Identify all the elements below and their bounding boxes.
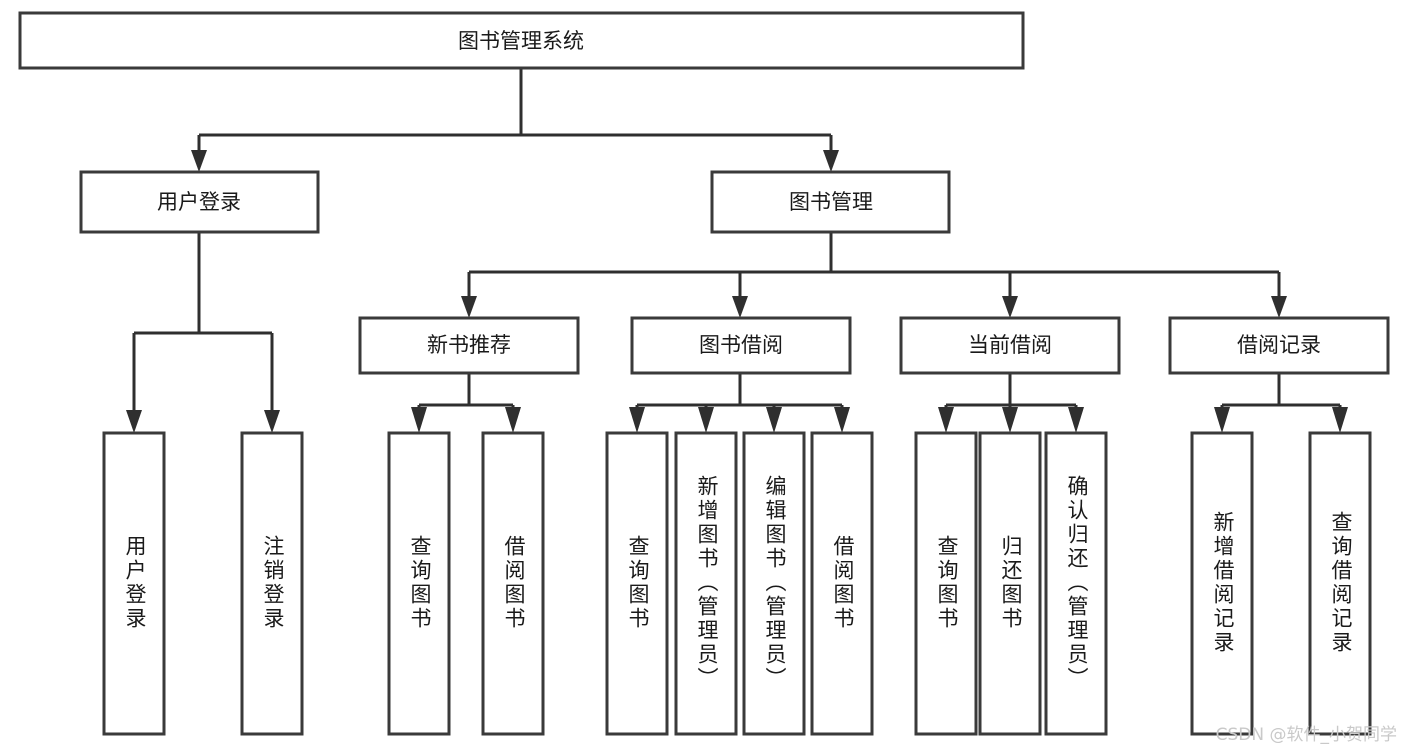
leaf-current-borrow-2[interactable]: 确认归还（管理员） [1044,431,1108,736]
arrow-head-book-borrow-leaf-1 [629,407,645,433]
node-root-box[interactable] [18,11,1025,70]
leaf-borrow-record-1[interactable]: 查询借阅记录 [1308,431,1372,736]
csdn-watermark: CSDN @软件_小贺同学 [1215,725,1397,745]
leaf-current-borrow-2-label: 确认归还（管理员） [1065,475,1089,691]
node-user-login[interactable]: 用户登录 [79,170,320,234]
leaf-borrow-record-0-box[interactable] [1190,431,1254,736]
leaf-book-borrow-1-label: 新增图书（管理员） [695,475,719,691]
arrow-head-new-book-leaf-2 [505,407,521,433]
leaf-borrow-record-1-label: 查询借阅记录 [1329,511,1353,655]
arrow-head-current-borrow-leaf-1 [938,407,954,433]
arrow-head-book-borrow-leaf-3 [766,407,782,433]
leaf-book-borrow-0[interactable]: 查询图书 [605,431,669,736]
arrow-head-new-book-recommend [461,296,477,318]
leaf-current-borrow-1-box[interactable] [978,431,1042,736]
node-new-book-recommend-box[interactable] [358,316,580,375]
node-book-borrow[interactable]: 图书借阅 [630,316,852,375]
leaf-borrow-record-0-label: 新增借阅记录 [1211,511,1235,655]
node-book-manage-label: 图书管理 [789,190,873,214]
arrow-head-current-borrow [1002,296,1018,318]
leaf-borrow-record-0[interactable]: 新增借阅记录 [1190,431,1254,736]
node-book-manage-box[interactable] [710,170,951,234]
leaf-book-borrow-2-box[interactable] [742,431,806,736]
arrow-head-book-borrow-leaf-4 [834,407,850,433]
arrow-head-current-borrow-leaf-3 [1068,407,1084,433]
leaf-book-borrow-0-label: 查询图书 [626,535,650,631]
arrow-head-borrow-record [1271,296,1287,318]
node-book-borrow-box[interactable] [630,316,852,375]
leaf-book-borrow-1[interactable]: 新增图书（管理员） [674,431,738,736]
leaf-book-borrow-3-label: 借阅图书 [831,535,855,631]
arrow-head-user-login-leaf-2 [264,410,280,433]
node-new-book-recommend[interactable]: 新书推荐 [358,316,580,375]
leaf-new-book-1[interactable]: 借阅图书 [481,431,545,736]
arrow-head-user-login-leaf-1 [126,410,142,433]
leaf-book-borrow-1-box[interactable] [674,431,738,736]
leaf-book-borrow-2[interactable]: 编辑图书（管理员） [742,431,806,736]
node-borrow-record[interactable]: 借阅记录 [1168,316,1390,375]
arrow-head-new-book-leaf-1 [411,407,427,433]
node-root[interactable]: 图书管理系统 [18,11,1025,70]
leaf-new-book-1-label: 借阅图书 [502,535,526,631]
node-current-borrow-label: 当前借阅 [968,333,1052,357]
node-borrow-record-label: 借阅记录 [1237,333,1321,357]
leaf-user-login-0-label: 用户登录 [123,535,147,631]
node-root-label: 图书管理系统 [458,29,584,53]
node-user-login-label: 用户登录 [157,190,241,214]
arrow-head-book-borrow-leaf-2 [698,407,714,433]
arrow-head-current-borrow-leaf-2 [1002,407,1018,433]
leaf-book-borrow-2-label: 编辑图书（管理员） [763,475,787,691]
node-book-borrow-label: 图书借阅 [699,333,783,357]
leaf-user-login-1-label: 注销登录 [261,535,285,631]
leaf-current-borrow-2-box[interactable] [1044,431,1108,736]
node-current-borrow-box[interactable] [899,316,1121,375]
leaf-borrow-record-1-box[interactable] [1308,431,1372,736]
node-book-manage[interactable]: 图书管理 [710,170,951,234]
leaf-book-borrow-3[interactable]: 借阅图书 [810,431,874,736]
leaf-current-borrow-1[interactable]: 归还图书 [978,431,1042,736]
node-current-borrow[interactable]: 当前借阅 [899,316,1121,375]
arrow-head-book-borrow [732,296,748,318]
arrow-head-user-login [191,150,207,172]
connector-layer [126,68,1348,433]
leaf-user-login-1[interactable]: 注销登录 [240,431,304,736]
leaf-new-book-0-label: 查询图书 [408,535,432,631]
arrow-head-book-manage [823,150,839,172]
leaf-current-borrow-0[interactable]: 查询图书 [914,431,978,736]
leaf-book-borrow-3-box[interactable] [810,431,874,736]
leaf-user-login-0[interactable]: 用户登录 [102,431,166,736]
node-borrow-record-box[interactable] [1168,316,1390,375]
arrow-head-borrow-record-leaf-1 [1214,407,1230,433]
leaf-book-borrow-0-box[interactable] [605,431,669,736]
leaf-current-borrow-1-label: 归还图书 [999,535,1023,631]
leaf-new-book-0-box[interactable] [387,431,451,736]
leaf-user-login-1-box[interactable] [240,431,304,736]
leaf-current-borrow-0-label: 查询图书 [935,535,959,631]
node-user-login-box[interactable] [79,170,320,234]
node-new-book-recommend-label: 新书推荐 [427,333,511,357]
leaf-user-login-0-box[interactable] [102,431,166,736]
leaf-current-borrow-0-box[interactable] [914,431,978,736]
arrow-head-borrow-record-leaf-2 [1332,407,1348,433]
leaf-new-book-1-box[interactable] [481,431,545,736]
leaf-new-book-0[interactable]: 查询图书 [387,431,451,736]
